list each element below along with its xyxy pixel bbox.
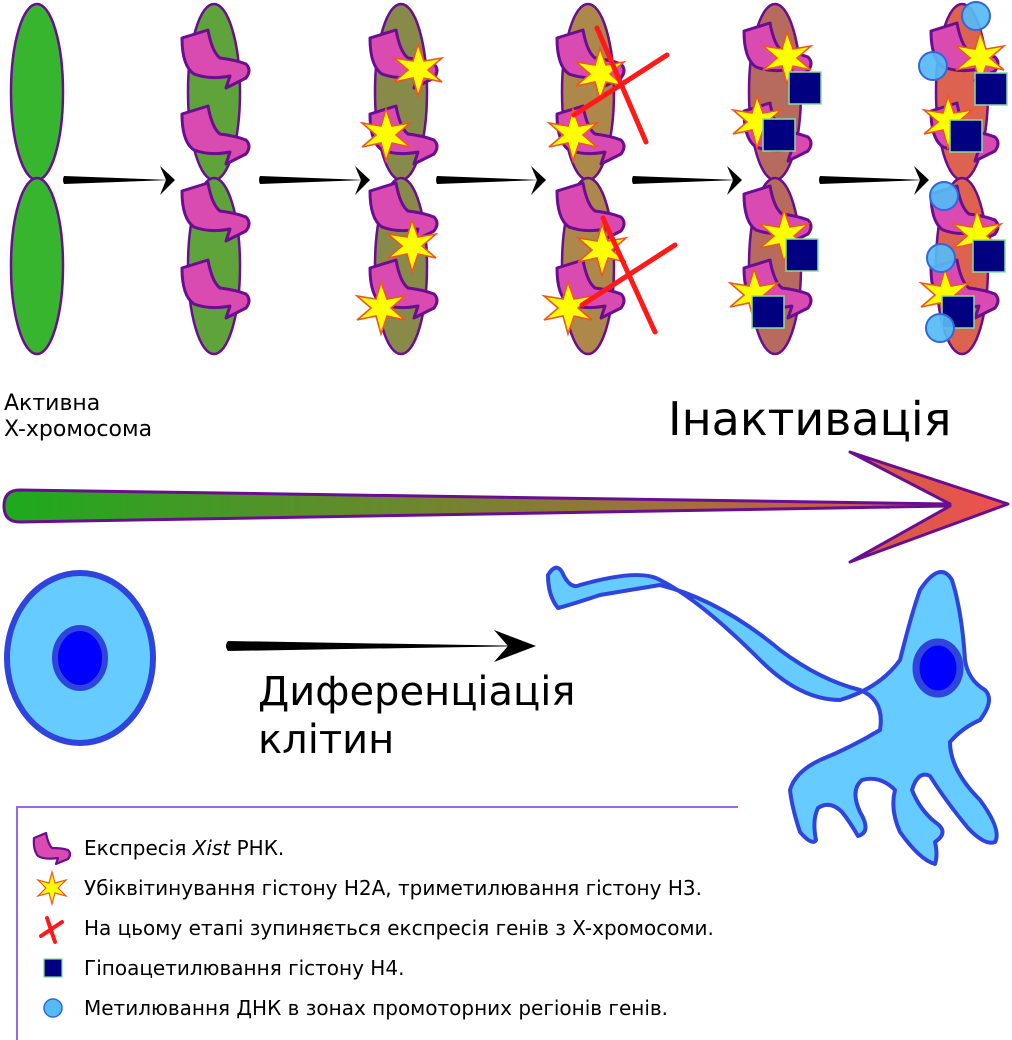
legend-text-before: Експресія <box>84 836 193 860</box>
active-x-chromosome-label: Активна X-хромосома <box>4 391 152 444</box>
red-cross-upper <box>571 25 670 145</box>
active-label-line2: X-хромосома <box>4 417 153 443</box>
red-cross-icon <box>39 916 64 944</box>
red-cross-lower <box>579 215 678 335</box>
xist-rna-icon <box>32 831 72 866</box>
legend-text: На цьому етапі зупиняється експресія ген… <box>84 916 714 940</box>
differentiation-line2: клітин <box>258 717 395 763</box>
arrow-icon <box>63 166 175 195</box>
arrow-icon <box>819 166 929 195</box>
chromosome-stage-4 <box>543 2 678 356</box>
differentiation-arrow <box>226 630 536 662</box>
legend-text-italic: Xist <box>192 836 231 860</box>
inactivation-arrow <box>2 450 1010 564</box>
chromosome-stage-1 <box>9 2 65 356</box>
star-icon <box>35 870 69 906</box>
dark-square-icon <box>43 958 63 978</box>
legend-text: Гіпоацетилювання гістону H4. <box>84 956 405 980</box>
differentiation-line1: Диференціація <box>258 669 576 715</box>
chromosome-stage-6 <box>918 1 1008 356</box>
blue-circle-icon <box>43 998 63 1018</box>
legend-item-histone: Убіквітинування гістону H2A, триметилюва… <box>30 870 702 906</box>
legend-text: Метилювання ДНК в зонах промоторних регі… <box>84 996 669 1020</box>
legend-text: Убіквітинування гістону H2A, триметилюва… <box>84 876 702 900</box>
chromosome-stage-5 <box>729 2 822 356</box>
arrow-icon <box>259 166 370 195</box>
chromosome-stage-2 <box>180 2 251 356</box>
legend-item-xist: Експресія Xist РНК. <box>30 830 284 866</box>
chromosome-stage-3 <box>356 2 443 356</box>
legend-item-stop: На цьому етапі зупиняється експресія ген… <box>30 910 714 946</box>
differentiated-neuron <box>546 565 999 866</box>
inactivation-title: Інактивація <box>668 392 952 446</box>
legend-text-after: РНК. <box>230 836 285 860</box>
differentiation-label: Диференціація клітин <box>258 668 575 764</box>
legend-item-hypoacetylation: Гіпоацетилювання гістону H4. <box>30 950 404 986</box>
legend-item-methylation: Метилювання ДНК в зонах промоторних регі… <box>30 990 668 1026</box>
arrow-icon <box>436 166 546 195</box>
undifferentiated-cell <box>4 570 156 746</box>
legend: Експресія Xist РНК. Убіквітинування гіст… <box>16 806 738 1040</box>
arrow-icon <box>632 166 742 195</box>
stage-arrows <box>63 166 929 195</box>
active-label-line1: Активна <box>4 391 101 416</box>
